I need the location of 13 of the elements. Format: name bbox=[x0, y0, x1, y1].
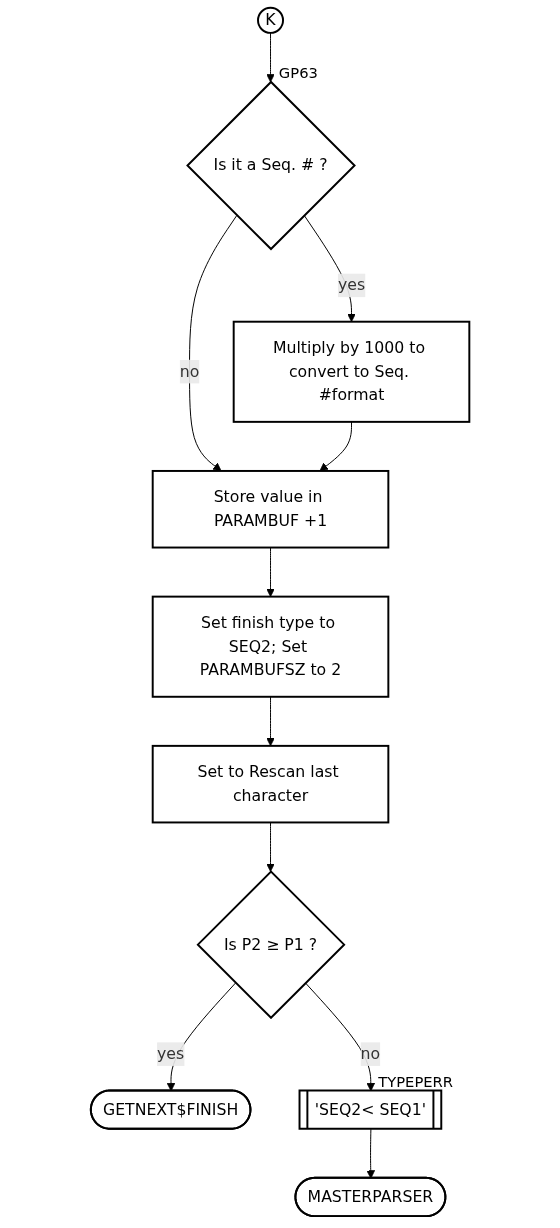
node-box: Set to Rescan last character bbox=[151, 744, 390, 824]
node-annotation: TYPEPERR bbox=[378, 1072, 453, 1090]
edge-label: no bbox=[179, 361, 200, 381]
node-box: Set finish type to SEQ2; Set PARAMBUFSZ to 2 bbox=[151, 595, 390, 698]
node-diamond: Is P2 ≥ P1 ? bbox=[196, 870, 346, 1020]
edge-label: no bbox=[360, 1044, 381, 1063]
node-circle: K bbox=[256, 6, 284, 34]
node-annotation: GP63 bbox=[278, 64, 318, 82]
edge-label: yes bbox=[156, 1044, 185, 1063]
node-diamond: Is it a Seq. # ? bbox=[186, 80, 356, 251]
node-box: Multiply by 1000 to convert to Seq. #format bbox=[232, 320, 471, 423]
node-box: Store value in PARAMBUF +1 bbox=[151, 469, 390, 549]
edge-label: yes bbox=[337, 275, 365, 295]
